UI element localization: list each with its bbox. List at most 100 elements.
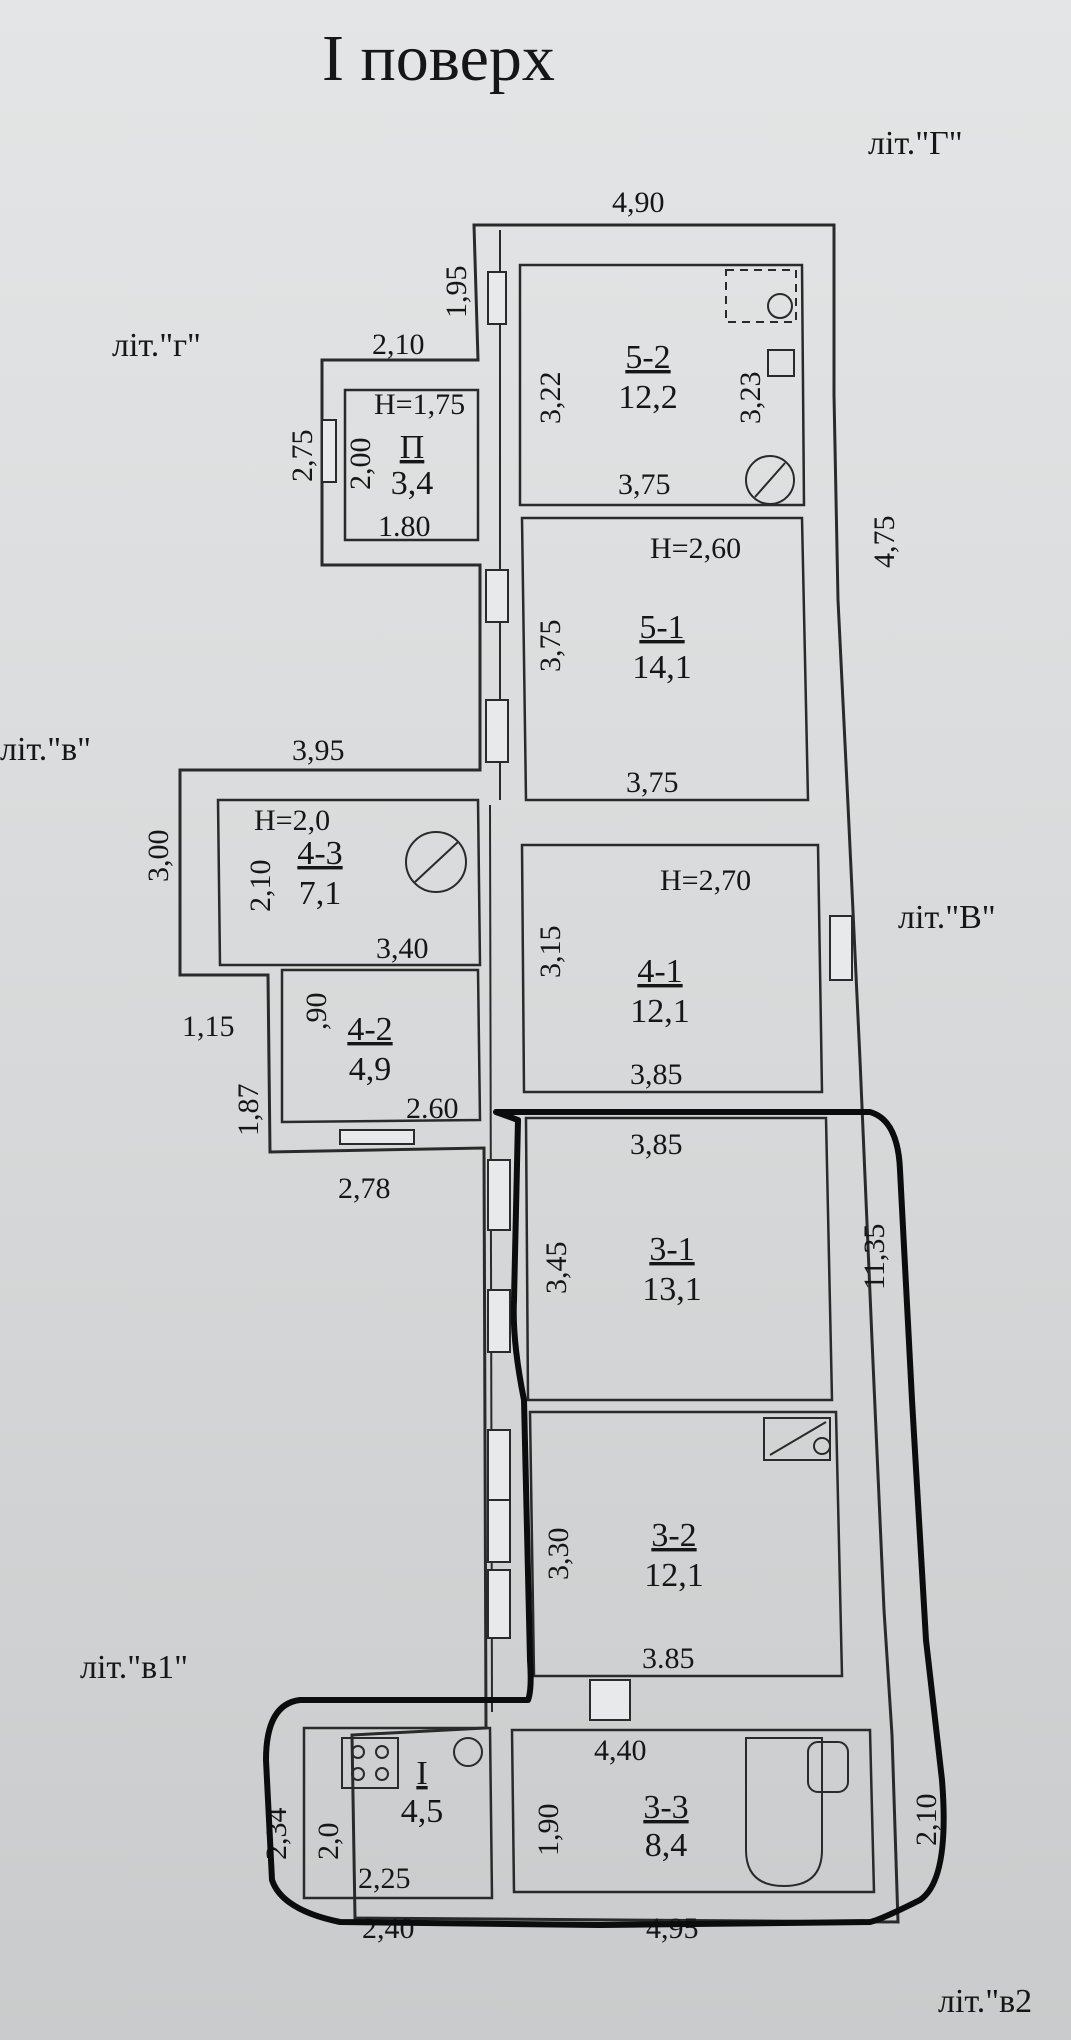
- dim-3-00: 3,00: [142, 830, 175, 883]
- rooms-5-outline: [518, 263, 806, 507]
- room-id: 5-2: [625, 339, 670, 376]
- room-area: 13,1: [642, 1271, 702, 1308]
- dim-1-80: 1.80: [378, 510, 431, 543]
- room-id: 4-2: [347, 1011, 392, 1048]
- dim-3-23: 3,23: [734, 372, 767, 425]
- dim-3-15: 3,15: [534, 926, 567, 979]
- room-label-3-1: 3-1 13,1: [642, 1231, 702, 1308]
- dim-3-85-31: 3,85: [630, 1128, 683, 1161]
- room-area: 4,9: [349, 1051, 392, 1088]
- boiler-icon: [813, 1437, 831, 1455]
- room-3-2-outline: [528, 1410, 844, 1678]
- cooktop-icon: [351, 1767, 365, 1781]
- boiler-icon: [769, 1421, 827, 1456]
- dim-3-40: 3,40: [376, 932, 429, 965]
- gas-meter-icon: [453, 1737, 483, 1767]
- window: [487, 1159, 511, 1231]
- room-label-4-2: 4-2 4,9: [347, 1011, 392, 1088]
- dim-2-0: 2,0: [312, 1823, 345, 1861]
- dim-1-95: 1,95: [440, 266, 473, 319]
- room-area: 14,1: [632, 649, 692, 686]
- window: [321, 419, 337, 483]
- height-label: Н=2,60: [650, 532, 741, 565]
- window: [485, 699, 509, 763]
- dim-4-95: 4,95: [646, 1912, 699, 1945]
- room-label-3-3: 3-3 8,4: [643, 1789, 688, 1864]
- fixtures: [341, 269, 849, 1888]
- dim-2-60: 2.60: [406, 1092, 459, 1125]
- dim-2-78: 2,78: [338, 1172, 391, 1205]
- sink-icon: [767, 349, 795, 377]
- bathtub-icon: [745, 1737, 823, 1888]
- room-id: П: [400, 429, 425, 466]
- room-area: 12,2: [618, 379, 678, 416]
- dim-0-90: ,90: [300, 993, 333, 1031]
- room-label-4-1: 4-1 12,1: [630, 953, 690, 1030]
- room-label-i: I 4,5: [401, 1755, 444, 1830]
- stove-icon: [405, 831, 467, 893]
- room-id: 3-3: [643, 1789, 688, 1826]
- dim-2-40: 2,40: [362, 1912, 415, 1945]
- lit-label-v: літ."в": [0, 731, 91, 768]
- room-p-outline: [343, 388, 480, 542]
- cooktop-icon: [351, 1745, 365, 1759]
- room-id: I: [416, 1755, 427, 1792]
- window: [487, 271, 507, 325]
- dim-2-34: 2,34: [260, 1808, 293, 1861]
- dim-2-75: 2,75: [286, 430, 319, 483]
- window: [339, 1129, 415, 1145]
- window: [829, 915, 853, 981]
- window: [487, 1569, 511, 1639]
- dim-3-22: 3,22: [534, 372, 567, 425]
- dim-3-75-bottom: 3,75: [626, 766, 679, 799]
- window: [589, 1679, 631, 1721]
- height-label: Н=2,0: [254, 804, 330, 837]
- room-id: 4-1: [637, 953, 682, 990]
- room-area: 7,1: [299, 875, 342, 912]
- dim-3-75-top: 3,75: [618, 468, 671, 501]
- ceiling-heights: Н=1,75 Н=2,60 Н=2,0 Н=2,70: [254, 388, 751, 897]
- dim-4-75: 4,75: [868, 516, 901, 569]
- stove-icon: [414, 841, 459, 883]
- lit-label-v2: літ."в2: [938, 1983, 1032, 2020]
- dim-11-35: 11,35: [858, 1224, 891, 1290]
- room-label-p: П 3,4: [391, 429, 434, 502]
- room-4-3-outline: [216, 798, 482, 967]
- room-label-5-2: 5-2 12,2: [618, 339, 678, 416]
- room-4-1-outline: [520, 843, 824, 1094]
- dim-3-45: 3,45: [540, 1242, 573, 1295]
- dim-2-10-43: 2,10: [244, 860, 277, 913]
- dim-3-95: 3,95: [292, 734, 345, 767]
- room-id: 3-2: [651, 1517, 696, 1554]
- window: [485, 569, 509, 623]
- height-label: Н=2,70: [660, 864, 751, 897]
- room-id: 3-1: [649, 1231, 694, 1268]
- room-area: 12,1: [644, 1557, 704, 1594]
- dim-4-40: 4,40: [594, 1734, 647, 1767]
- cooktop-icon: [375, 1767, 389, 1781]
- dim-2-25: 2,25: [358, 1862, 411, 1895]
- boiler-icon: [763, 1417, 831, 1461]
- room-id: 5-1: [639, 609, 684, 646]
- room-area: 8,4: [645, 1827, 688, 1864]
- main-block-outline: [178, 223, 900, 1924]
- room-label-4-3: 4-3 7,1: [297, 835, 342, 912]
- dim-1-15: 1,15: [182, 1010, 235, 1043]
- room-4-2-outline: [280, 968, 482, 1124]
- lit-label-G: літ."Г": [868, 125, 963, 162]
- window: [487, 1429, 511, 1505]
- room-i-outline: [302, 1726, 494, 1900]
- room-area: 12,1: [630, 993, 690, 1030]
- toilet-icon: [767, 293, 793, 319]
- room-area: 3,4: [391, 465, 434, 502]
- room-area: 4,5: [401, 1793, 444, 1830]
- room-5-1-outline: [520, 516, 810, 802]
- washbasin-icon: [807, 1741, 849, 1793]
- cooktop-icon: [341, 1737, 399, 1789]
- toilet-icon: [725, 269, 797, 323]
- dim-3-75-left: 3,75: [534, 620, 567, 673]
- dim-3-85-32: 3.85: [642, 1642, 695, 1675]
- room-id: 4-3: [297, 835, 342, 872]
